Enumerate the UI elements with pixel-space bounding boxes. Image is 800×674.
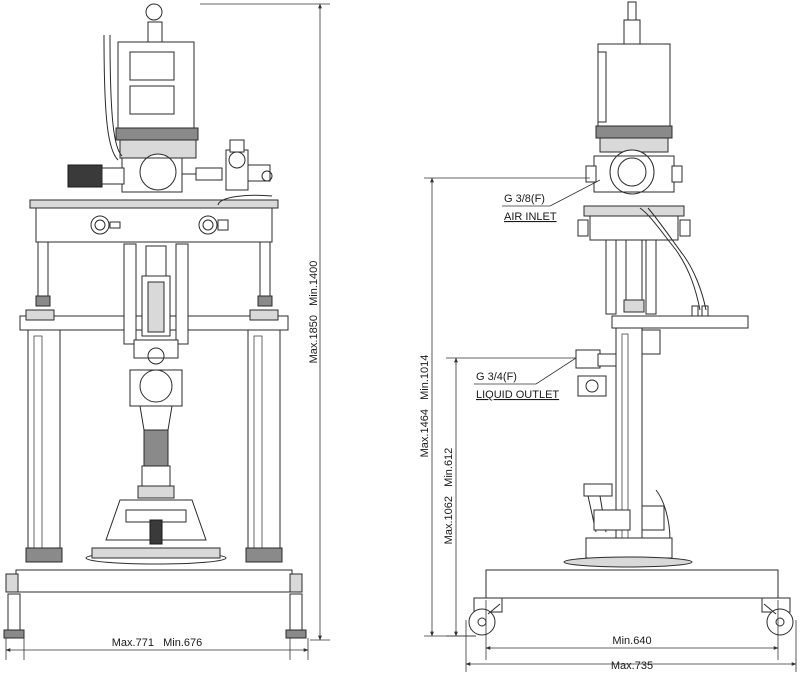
side-callouts bbox=[474, 179, 601, 385]
air-inlet-size-label: G 3/8(F) bbox=[504, 193, 545, 205]
base-outer-width-label: Max.735 bbox=[611, 660, 653, 672]
liquid-outlet-size-label: G 3/4(F) bbox=[476, 371, 517, 383]
base-inner-width-label: Min.640 bbox=[612, 635, 651, 647]
front-air-motor bbox=[67, 3, 273, 193]
front-top-plate bbox=[29, 194, 279, 243]
front-dimensions bbox=[5, 3, 330, 660]
front-view bbox=[3, 3, 330, 660]
front-base-frame bbox=[3, 569, 307, 639]
air-inlet-label: AIR INLET bbox=[504, 211, 557, 223]
front-pump-shaft bbox=[85, 243, 227, 565]
front-lower-columns bbox=[25, 329, 283, 563]
side-air-motor bbox=[585, 1, 683, 195]
side-total-height-dimension-label: Max.1464 Min.1014 bbox=[419, 355, 431, 458]
side-column bbox=[563, 327, 693, 568]
side-view bbox=[424, 1, 797, 672]
side-top-plate bbox=[577, 205, 707, 315]
side-dimensions bbox=[424, 177, 797, 672]
side-outlet-height-dimension-label: Max.1062 Min.612 bbox=[443, 448, 455, 545]
liquid-outlet-label: LIQUID OUTLET bbox=[476, 389, 559, 401]
side-base bbox=[468, 569, 794, 636]
front-height-dimension-label: Max.1850 Min.1400 bbox=[308, 261, 320, 364]
side-tool-shelf bbox=[611, 305, 749, 329]
front-width-dimension-label: Max.771 Min.676 bbox=[112, 637, 203, 649]
